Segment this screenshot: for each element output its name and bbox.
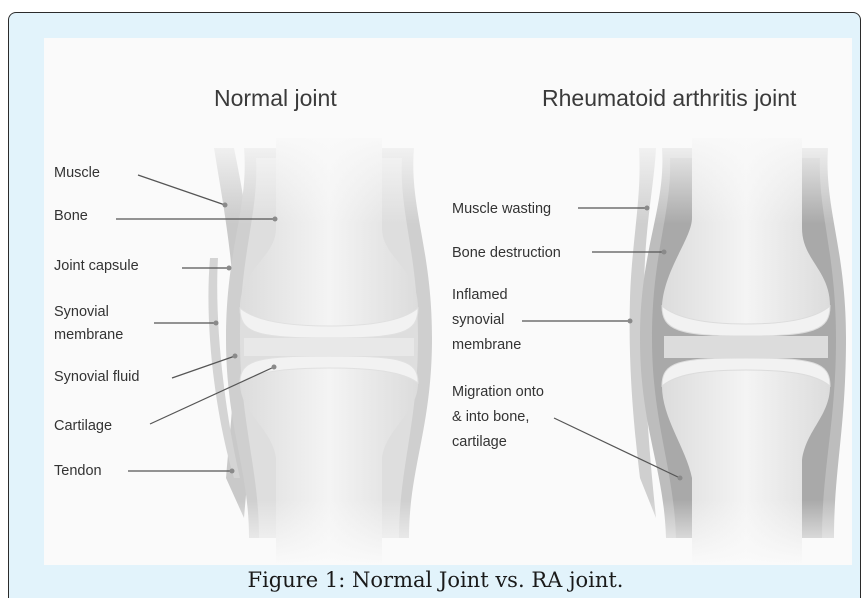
label-bone-destruction: Bone destruction (452, 245, 561, 261)
pointer-muscle-wasting-dot (645, 206, 650, 211)
label-synovial-fluid: Synovial fluid (54, 369, 139, 385)
figure-frame: Normal joint Rheumatoid arthritis joint … (8, 12, 861, 598)
pointer-synovial-fluid-dot (233, 354, 238, 359)
label-joint-capsule: Joint capsule (54, 258, 139, 274)
joint-diagram-svg: Normal joint Rheumatoid arthritis joint … (44, 38, 852, 565)
pointer-cartilage-dot (272, 365, 277, 370)
label-migration-3: cartilage (452, 434, 507, 450)
label-migration-1: Migration onto (452, 384, 544, 400)
fade-overlay (194, 128, 852, 565)
pointer-bone-dot (273, 217, 278, 222)
figure-caption: Figure 1: Normal Joint vs. RA joint. (9, 568, 861, 592)
pointer-inflamed-synovial-dot (628, 319, 633, 324)
label-inflamed-3: membrane (452, 337, 521, 353)
pointer-tendon-dot (230, 469, 235, 474)
pointer-joint-capsule-dot (227, 266, 232, 271)
label-inflamed-2: synovial (452, 312, 504, 328)
normal-joint-title: Normal joint (214, 85, 337, 111)
ra-joint-title: Rheumatoid arthritis joint (542, 85, 797, 111)
pointer-bone-destruction-dot (662, 250, 667, 255)
label-migration-2: & into bone, (452, 409, 529, 425)
label-cartilage: Cartilage (54, 418, 112, 434)
pointer-muscle-dot (223, 203, 228, 208)
label-synovial-membrane-1: Synovial (54, 304, 109, 320)
label-bone: Bone (54, 208, 88, 224)
label-muscle-wasting: Muscle wasting (452, 201, 551, 217)
label-tendon: Tendon (54, 463, 102, 479)
label-muscle: Muscle (54, 165, 100, 181)
joint-diagram: Normal joint Rheumatoid arthritis joint … (44, 38, 852, 565)
label-synovial-membrane-2: membrane (54, 327, 123, 343)
pointer-synovial-membrane-dot (214, 321, 219, 326)
label-inflamed-1: Inflamed (452, 287, 508, 303)
pointer-migration-dot (678, 476, 683, 481)
